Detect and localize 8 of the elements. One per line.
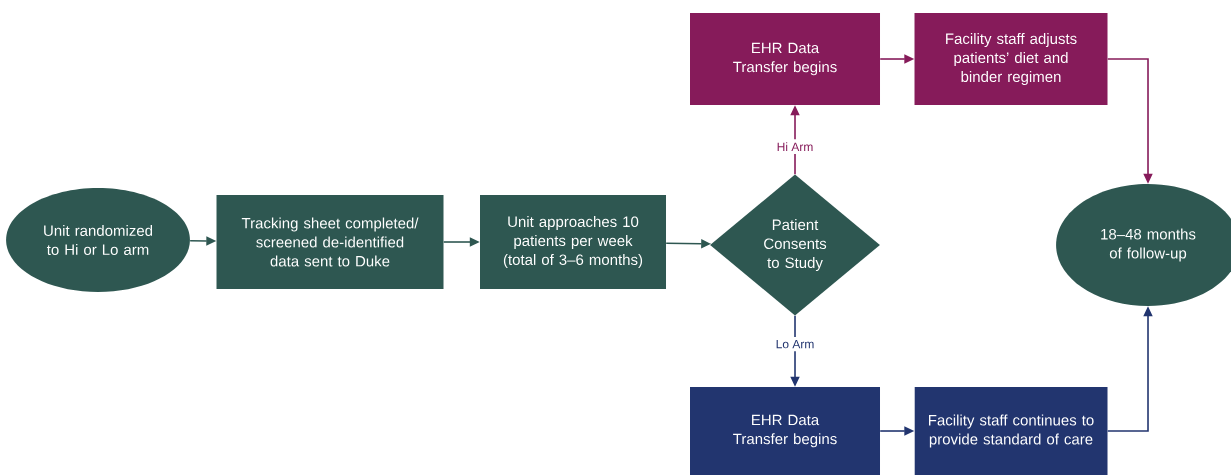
process-box: Facility staff continues to provide standard of care [914,387,1108,475]
process-box: EHR Data Transfer begins [690,387,880,475]
process-box: Unit approaches 10 patients per week (total of 3–6 months) [480,195,666,289]
process-box: Facility staff adjusts patients’ diet and binder regimen [914,13,1108,105]
edge-label: Hi Arm [773,139,817,154]
process-box: EHR Data Transfer begins [690,13,880,105]
process-box: Tracking sheet completed/ screened de-identified data sent to Duke [216,195,444,289]
edge-label: Lo Arm [772,336,818,352]
